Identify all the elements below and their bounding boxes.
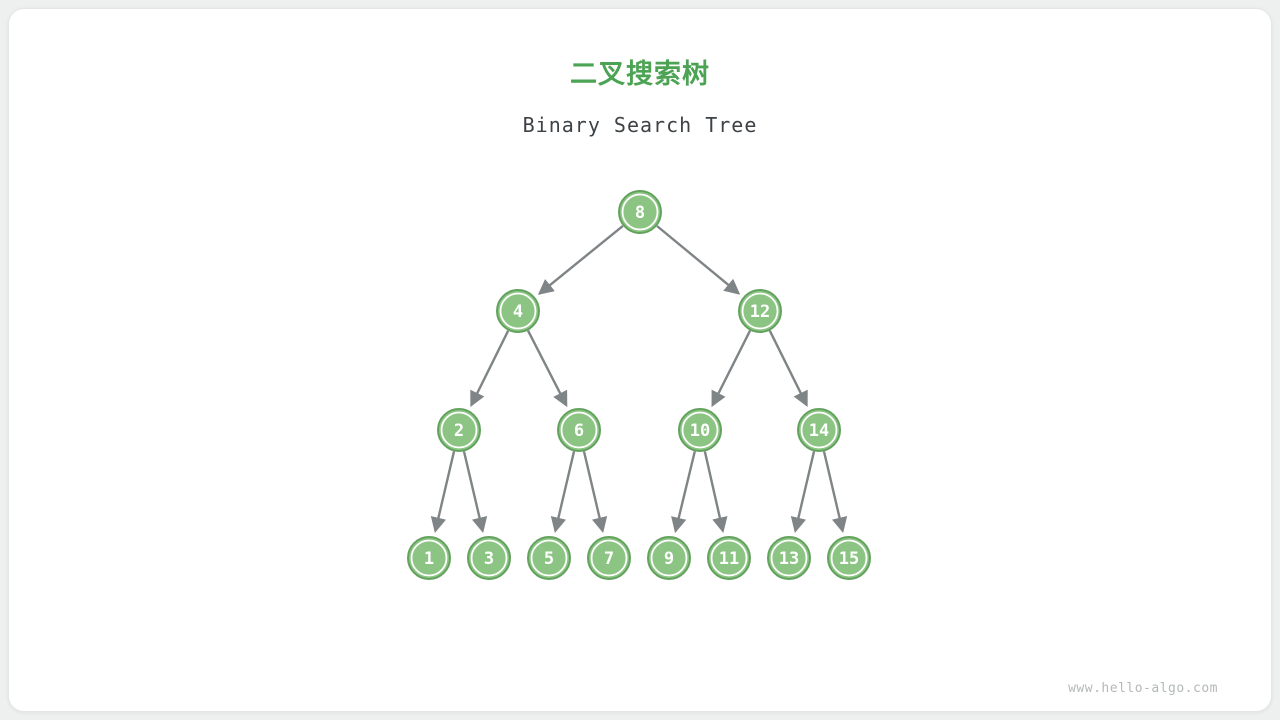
node-circle (738, 289, 782, 333)
tree-edge-12-10 (711, 330, 752, 408)
tree-node-9: 9 (647, 536, 691, 580)
tree-node-2: 2 (437, 408, 481, 452)
node-circle (496, 289, 540, 333)
tree-node-4: 4 (496, 289, 540, 333)
node-value-label: 11 (719, 549, 739, 569)
tree-node-11: 11 (707, 536, 751, 580)
node-value-label: 9 (664, 549, 674, 569)
node-circle (587, 536, 631, 580)
node-value-label: 8 (635, 203, 645, 223)
node-value-label: 4 (513, 302, 523, 322)
node-value-label: 7 (604, 549, 614, 569)
node-inner-ring (710, 539, 748, 577)
node-circle (407, 536, 451, 580)
node-value-label: 3 (484, 549, 494, 569)
tree-edge-4-6 (526, 330, 568, 408)
node-inner-ring (650, 539, 688, 577)
node-circle (618, 190, 662, 234)
tree-node-3: 3 (467, 536, 511, 580)
node-value-label: 13 (779, 549, 799, 569)
node-inner-ring (741, 292, 779, 330)
node-value-label: 1 (424, 549, 434, 569)
node-value-label: 6 (574, 421, 584, 441)
node-value-label: 12 (750, 302, 770, 322)
tree-node-8: 8 (618, 190, 662, 234)
tree-node-15: 15 (827, 536, 871, 580)
tree-edge-6-5 (550, 451, 576, 533)
node-circle (437, 408, 481, 452)
node-circle (467, 536, 511, 580)
node-circle (647, 536, 691, 580)
tree-edges-layer (430, 224, 848, 534)
figure-card (8, 8, 1272, 712)
tree-node-5: 5 (527, 536, 571, 580)
node-inner-ring (621, 193, 659, 231)
tree-node-13: 13 (767, 536, 811, 580)
tree-node-10: 10 (678, 408, 722, 452)
node-value-label: 10 (690, 421, 710, 441)
tree-edge-4-2 (470, 330, 510, 407)
node-inner-ring (440, 411, 478, 449)
tree-edge-8-4 (537, 224, 624, 295)
node-circle (827, 536, 871, 580)
node-inner-ring (681, 411, 719, 449)
node-value-label: 5 (544, 549, 554, 569)
node-inner-ring (560, 411, 598, 449)
watermark-url: www.hello-algo.com (1068, 681, 1218, 696)
node-circle (767, 536, 811, 580)
node-inner-ring (800, 411, 838, 449)
node-value-label: 2 (454, 421, 464, 441)
node-inner-ring (470, 539, 508, 577)
tree-node-7: 7 (587, 536, 631, 580)
node-inner-ring (590, 539, 628, 577)
tree-edge-14-15 (822, 451, 848, 533)
node-circle (527, 536, 571, 580)
tree-edge-10-9 (671, 451, 696, 534)
tree-node-12: 12 (738, 289, 782, 333)
node-inner-ring (530, 539, 568, 577)
node-circle (707, 536, 751, 580)
node-inner-ring (499, 292, 537, 330)
tree-edge-2-1 (430, 451, 456, 533)
tree-edge-8-12 (656, 225, 741, 295)
tree-edge-14-13 (790, 451, 816, 533)
node-circle (797, 408, 841, 452)
node-inner-ring (770, 539, 808, 577)
tree-edge-10-11 (703, 451, 728, 533)
node-circle (678, 408, 722, 452)
node-inner-ring (830, 539, 868, 577)
tree-edge-12-14 (768, 330, 808, 407)
node-inner-ring (410, 539, 448, 577)
node-value-label: 15 (839, 549, 859, 569)
tree-node-14: 14 (797, 408, 841, 452)
tree-node-6: 6 (557, 408, 601, 452)
tree-edge-6-7 (582, 451, 608, 533)
node-value-label: 14 (809, 421, 829, 441)
tree-edge-2-3 (462, 451, 488, 533)
tree-node-1: 1 (407, 536, 451, 580)
node-circle (557, 408, 601, 452)
